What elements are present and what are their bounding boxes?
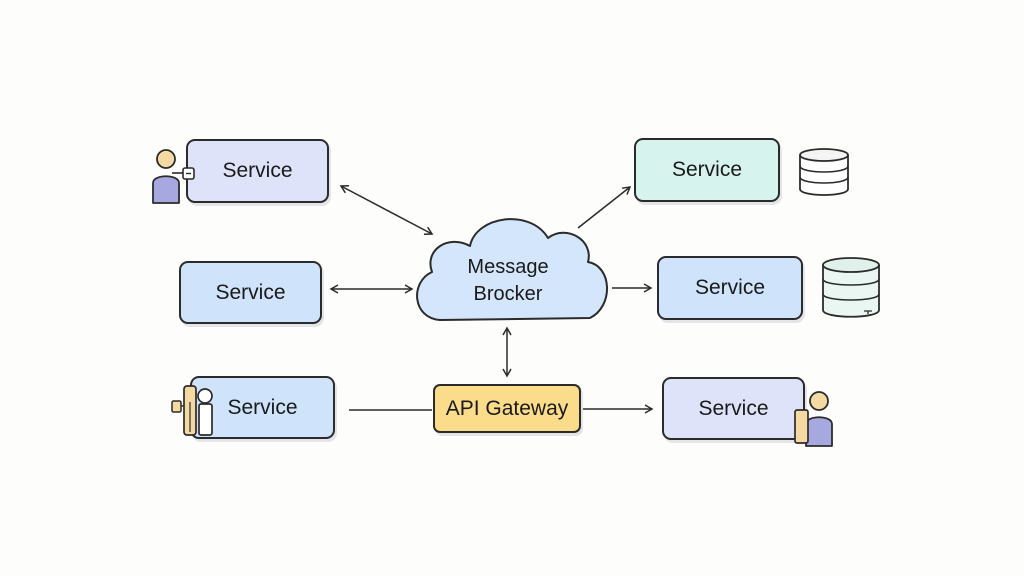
service-box-mid-left[interactable]: Service <box>179 261 322 324</box>
service-box-top-right[interactable]: Service <box>634 138 780 202</box>
service-label: Service <box>698 396 769 420</box>
user-with-device-icon <box>152 149 195 204</box>
service-box-top-left[interactable]: Service <box>186 139 329 203</box>
service-label: Service <box>222 159 293 182</box>
api-gateway-label: API Gateway <box>445 396 569 420</box>
arrow-top-left-to-broker <box>339 184 434 236</box>
service-label: Service <box>215 280 286 304</box>
database-icon <box>799 148 849 196</box>
message-broker-line2: Brocker <box>473 283 543 305</box>
service-box-mid-right[interactable]: Service <box>657 256 803 320</box>
message-broker-label: Message Brocker <box>438 254 578 308</box>
service-label: Service <box>671 158 743 181</box>
arrow-broker-to-top-right <box>577 186 632 229</box>
user-with-tablet-icon <box>794 391 833 447</box>
user-with-phone-icon <box>171 385 213 436</box>
service-box-bottom-right[interactable]: Service <box>662 377 805 440</box>
message-broker-line1: Message <box>467 256 549 278</box>
service-label: Service <box>694 276 766 299</box>
message-broker-cloud[interactable] <box>416 218 608 321</box>
service-label: Service <box>227 395 298 419</box>
api-gateway-box[interactable]: API Gateway <box>433 384 581 433</box>
database-icon <box>822 257 880 318</box>
